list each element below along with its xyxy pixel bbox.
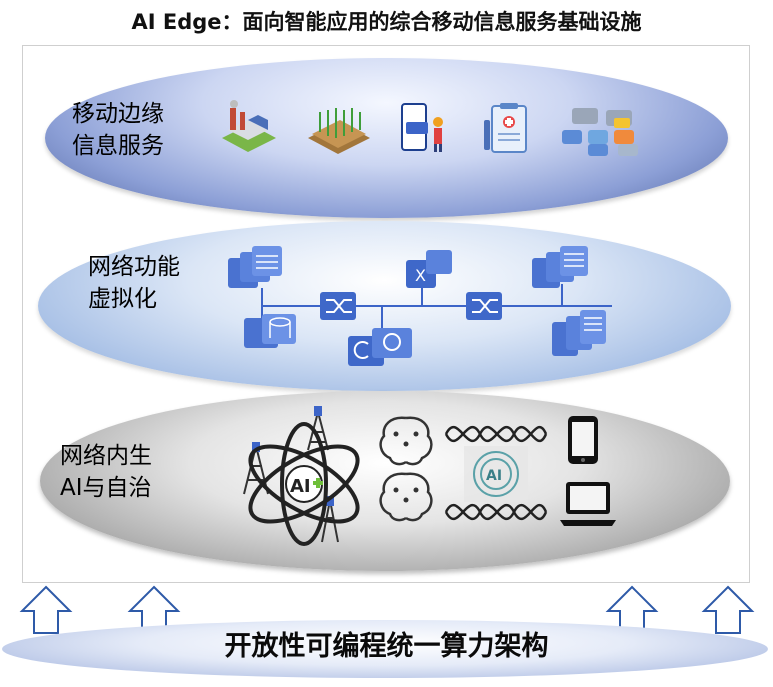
svg-text:AI: AI: [486, 468, 502, 484]
medical-clipboard-icon: [484, 103, 527, 153]
layer-label-line2: AI与自治: [60, 475, 152, 501]
layer-label-line1: 移动边缘: [72, 101, 164, 127]
layer-label-line1: 网络内生: [60, 443, 152, 469]
mobile-payment-icon: [401, 103, 443, 152]
farm-field-icon: [308, 108, 370, 154]
smartphone-icon: [568, 416, 598, 464]
brain-circuit-icon: [379, 416, 433, 522]
ai-waveform-icon: AI: [444, 425, 548, 521]
base-layer: [2, 620, 768, 678]
layer-label-mobile-edge: 移动边缘 信息服务: [72, 98, 164, 162]
layer-label-nfv: 网络功能 虚拟化: [88, 251, 180, 315]
page-title: AI Edge：面向智能应用的综合移动信息服务基础设施: [131, 10, 642, 34]
switch-icon: [320, 292, 356, 320]
layer-label-line1: 网络功能: [88, 254, 180, 280]
ai-atom-icon: AI: [243, 406, 360, 546]
nfv-network-topology: X: [228, 246, 612, 366]
database-icon: [228, 246, 282, 288]
layer-label-native-ai: 网络内生 AI与自治: [60, 440, 152, 504]
traffic-cars-icon: [562, 108, 638, 156]
router-icon: [348, 328, 412, 366]
database-icon: [244, 314, 296, 348]
laptop-icon: [560, 482, 616, 526]
storage-icon: [532, 246, 588, 288]
layer-label-line2: 信息服务: [72, 133, 164, 159]
storage-icon: [552, 310, 606, 356]
router-icon: X: [406, 250, 452, 288]
switch-icon: [466, 292, 502, 320]
up-arrow-icon: [19, 585, 73, 634]
base-label: 开放性可编程统一算力架构: [224, 631, 549, 662]
layer-label-line2: 虚拟化: [88, 286, 157, 312]
ai-text: AI: [290, 476, 311, 497]
svg-text:X: X: [415, 266, 426, 285]
up-arrow-icon: [701, 585, 755, 634]
factory-icon: [222, 100, 276, 152]
